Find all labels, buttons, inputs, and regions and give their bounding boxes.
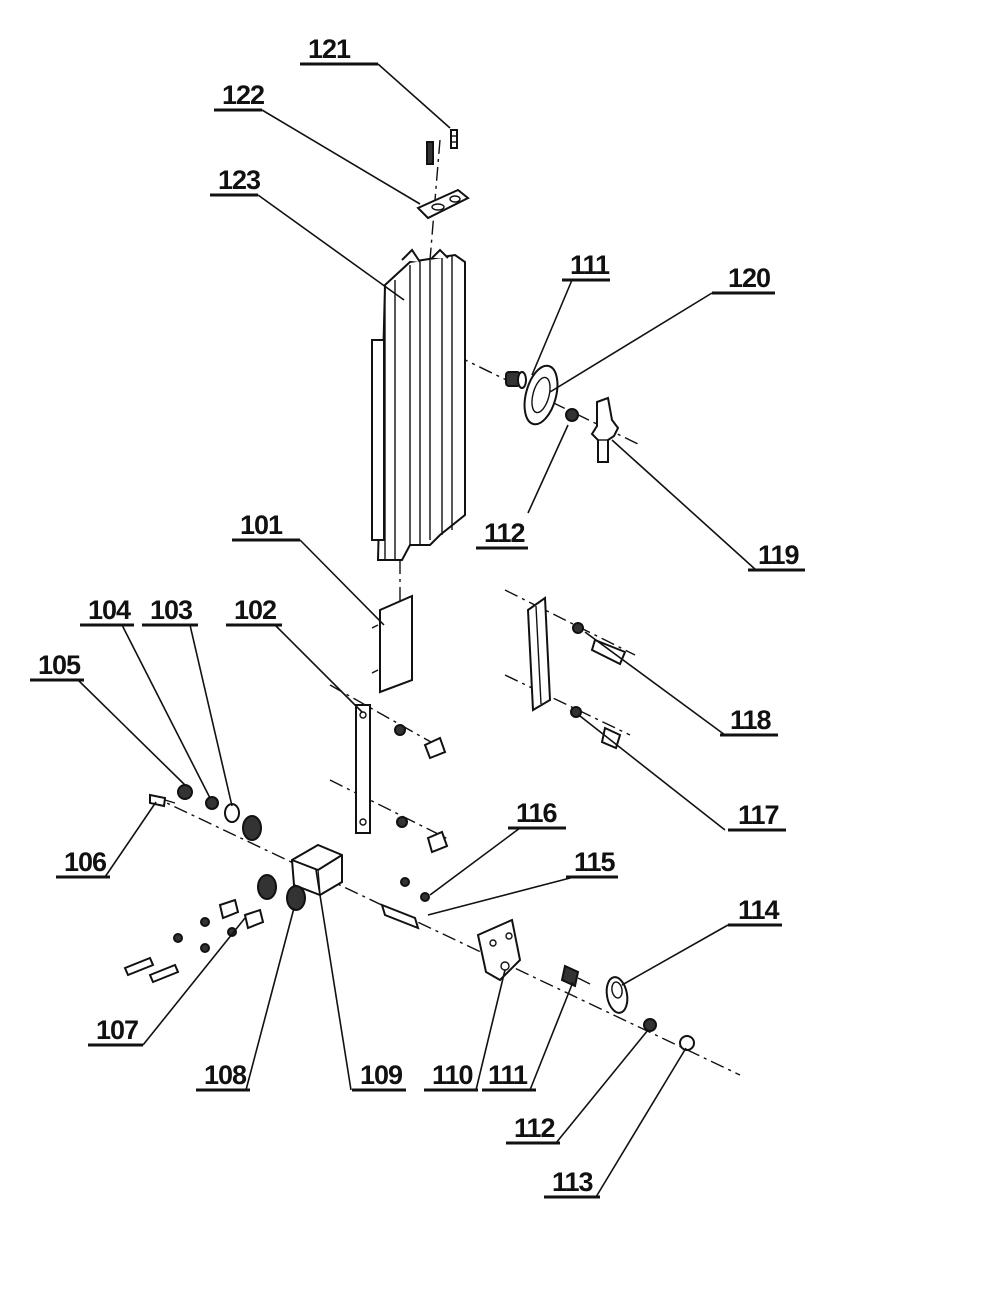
part-103-bushing — [224, 803, 240, 823]
callout-105: 105 — [38, 650, 81, 680]
part-102-bracket — [355, 704, 449, 854]
part-123-column — [371, 248, 466, 561]
part-118-rail — [526, 596, 627, 750]
callout-116: 116 — [516, 798, 558, 828]
part-104-washer — [205, 796, 219, 810]
callout-112-upper: 112 — [484, 518, 525, 548]
callout-106: 106 — [64, 847, 107, 877]
part-121-screw — [426, 129, 458, 165]
callout-118: 118 — [730, 705, 772, 735]
callout-111-lower: 111 — [488, 1060, 528, 1090]
part-112-upper-nut — [565, 408, 579, 422]
part-115-block — [380, 903, 420, 930]
callout-121: 121 — [308, 34, 351, 64]
callout-117: 117 — [738, 800, 779, 830]
part-107-studs — [123, 898, 265, 984]
callout-123: 123 — [218, 165, 261, 195]
callout-108: 108 — [204, 1060, 247, 1090]
part-106-screw — [149, 793, 176, 808]
part-111-lower-bushing — [560, 964, 591, 988]
callout-104: 104 — [88, 595, 131, 625]
part-120-oval-plate — [523, 364, 559, 426]
callout-119: 119 — [758, 540, 800, 570]
callout-120: 120 — [728, 263, 770, 293]
callout-103: 103 — [150, 595, 193, 625]
callout-labels: 121 122 123 111 120 112 119 101 104 103 … — [30, 34, 805, 1199]
part-108-rollers — [257, 874, 306, 911]
callout-122: 122 — [222, 80, 264, 110]
leader-lines — [77, 63, 757, 1198]
callout-110: 110 — [432, 1060, 473, 1090]
part-105-washer — [177, 784, 193, 800]
part-111-upper-bushing — [505, 371, 527, 389]
parts — [123, 129, 695, 1051]
callout-101: 101 — [240, 510, 283, 540]
callout-107: 107 — [96, 1015, 138, 1045]
part-110-bracket — [476, 918, 522, 982]
part-119-latch — [590, 396, 620, 463]
callout-114: 114 — [738, 895, 780, 925]
part-101-plate — [371, 594, 413, 694]
callout-112-lower: 112 — [514, 1113, 555, 1143]
callout-109: 109 — [360, 1060, 403, 1090]
part-122-plate — [416, 188, 470, 220]
part-116-pin — [400, 877, 410, 887]
callout-113: 113 — [552, 1167, 594, 1197]
part-112-lower-nut — [643, 1018, 657, 1032]
part-109-housing — [242, 815, 343, 897]
callout-111-upper: 111 — [570, 250, 610, 280]
callout-102: 102 — [234, 595, 276, 625]
part-113-cap-nut — [679, 1035, 695, 1051]
part-114-ring — [605, 976, 629, 1014]
assembly-axes — [149, 139, 741, 1076]
callout-115: 115 — [574, 847, 616, 877]
